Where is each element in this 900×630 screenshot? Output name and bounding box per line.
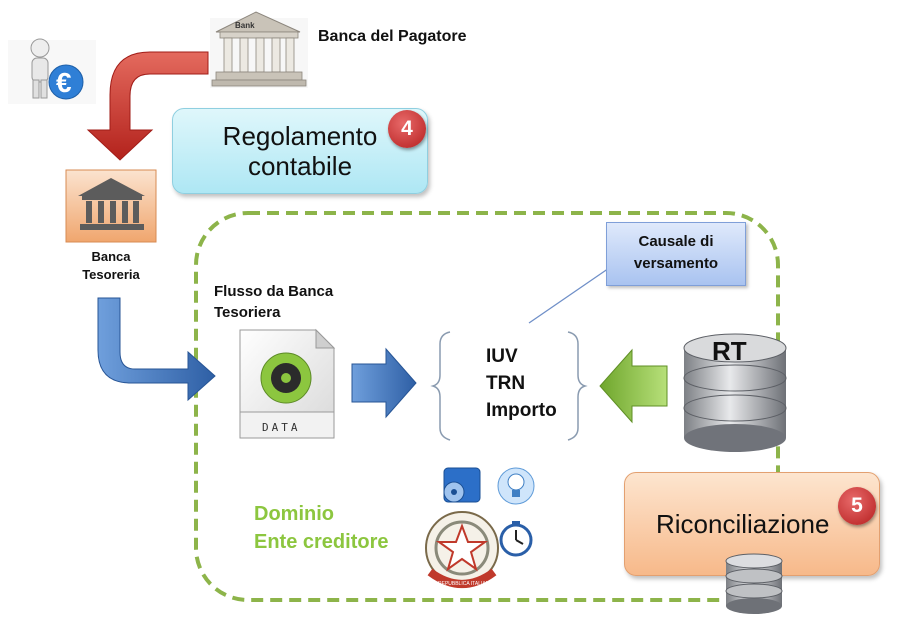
regolamento-line2: contabile bbox=[247, 151, 353, 181]
data-file-icon bbox=[239, 328, 336, 439]
step-5-badge: 5 bbox=[838, 487, 876, 525]
blue-right-arrow bbox=[351, 347, 417, 419]
flusso-label: Flusso da Banca Tesoriera bbox=[214, 281, 333, 323]
small-database-icon bbox=[725, 553, 783, 614]
software-box-icon bbox=[443, 467, 481, 503]
svg-text:€: € bbox=[56, 67, 72, 98]
field-importo: Importo bbox=[486, 400, 557, 421]
causale-line2: versamento bbox=[633, 255, 719, 272]
italian-republic-emblem-icon bbox=[425, 511, 499, 588]
data-caption: DATA bbox=[262, 421, 301, 434]
banca-tesoreria-line2: Tesoreria bbox=[82, 267, 140, 282]
domain-boundary bbox=[194, 211, 780, 602]
field-iuv: IUV bbox=[486, 346, 518, 367]
flusso-line2: Tesoriera bbox=[214, 304, 281, 321]
man-euro-icon: € bbox=[8, 38, 96, 104]
lightbulb-icon bbox=[497, 467, 535, 505]
left-brace bbox=[430, 331, 451, 441]
blue-arrow bbox=[97, 297, 216, 402]
banca-tesoreria-label: Banca Tesoreria bbox=[66, 248, 156, 284]
stopwatch-icon bbox=[499, 521, 533, 557]
regolamento-contabile-box: Regolamento contabile bbox=[172, 108, 428, 194]
banca-tesoreria-line1: Banca bbox=[91, 249, 131, 264]
bank-tesoreria-icon bbox=[65, 169, 157, 243]
causale-versamento-box: Causale di versamento bbox=[606, 222, 746, 286]
riconciliazione-label: Riconciliazione bbox=[656, 509, 830, 539]
red-arrow bbox=[86, 51, 209, 161]
banca-pagatore-label: Banca del Pagatore bbox=[318, 28, 467, 45]
regolamento-line1: Regolamento bbox=[222, 121, 378, 151]
flusso-line1: Flusso da Banca bbox=[214, 283, 334, 300]
dominio-line1: Dominio bbox=[254, 503, 334, 525]
dominio-ente-label: Dominio Ente creditore bbox=[254, 500, 388, 556]
rt-label: RT bbox=[712, 336, 747, 366]
bank-caption: Bank bbox=[235, 21, 255, 30]
right-brace bbox=[567, 331, 588, 441]
bank-building-icon bbox=[210, 11, 308, 88]
step-4-badge: 4 bbox=[388, 110, 426, 148]
emblem-caption: REPUBBLICA ITALIANA bbox=[438, 581, 493, 587]
payment-fields-list: IUV TRN Importo bbox=[486, 343, 557, 424]
causale-line1: Causale di bbox=[638, 233, 714, 250]
causale-connector bbox=[528, 263, 616, 324]
green-left-arrow bbox=[599, 348, 668, 424]
field-trn: TRN bbox=[486, 373, 526, 394]
rt-database-icon bbox=[683, 333, 787, 452]
dominio-line2: Ente creditore bbox=[254, 531, 389, 553]
